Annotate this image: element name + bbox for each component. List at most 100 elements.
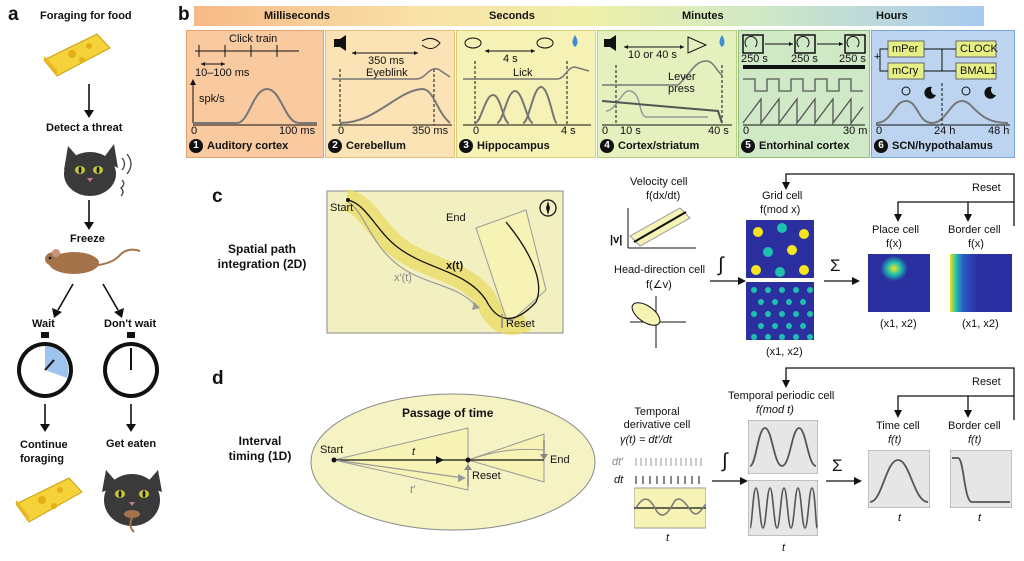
ent-250-3: 250 s [839, 53, 866, 65]
d-end-label: End [550, 454, 570, 466]
c-end-label: End [446, 212, 466, 224]
place-f-label: f(x) [886, 238, 902, 250]
c-reset-loop [782, 173, 1015, 226]
mcry-label: mCry [892, 65, 919, 77]
panel-d-title: Interval timing (1D) [228, 434, 292, 463]
dt-label: dt [614, 474, 624, 486]
c-xt-label: x(t) [446, 260, 464, 272]
ent-title: 5 Entorhinal cortex [741, 139, 849, 153]
auditory-plot [190, 45, 317, 126]
hippo-end: 4 s [561, 125, 576, 137]
click-train-label: Click train [229, 33, 278, 45]
panel-c-title: Spatial path integration (2D) [217, 242, 307, 271]
split-arrows [52, 283, 124, 318]
velocity-tuning [627, 207, 696, 249]
arrow-to-grid [710, 277, 746, 285]
ent-title-text: Entorhinal cortex [759, 140, 850, 152]
dtprime-label: dt′ [612, 456, 624, 468]
c-reset-loop-label: Reset [972, 182, 1001, 194]
border-f-label: f(x) [968, 238, 984, 250]
timescale-ms: Milliseconds [264, 10, 331, 22]
auditory-title-text: Auditory cortex [207, 140, 289, 152]
freeze-label: Freeze [70, 233, 105, 245]
subpanel-cerebellum: 350 ms Eyeblink 0 350 ms 2 Cerebellum [325, 30, 455, 158]
v-abs-label: |v| [610, 234, 623, 246]
press-label: press [668, 83, 695, 95]
cereb-title: 2 Cerebellum [328, 139, 406, 153]
temporal-derivative-plot [634, 458, 706, 529]
cortex-title-text: Cortex/striatum [618, 140, 700, 152]
scn-plot [875, 40, 1010, 126]
lever-label: Lever [668, 71, 696, 83]
cheese-icon [43, 33, 111, 77]
d-tprime-label: t′ [410, 484, 416, 496]
ent-end: 30 m [843, 125, 868, 137]
arrow-down-icon [84, 84, 94, 118]
panel-b: b Milliseconds Seconds Minutes Hours Cli… [178, 0, 1024, 160]
passage-of-time-ellipse [310, 393, 596, 531]
mper-label: mPer [892, 43, 919, 55]
place-cell-map [868, 254, 930, 312]
panel-d: d Interval timing (1D) Passage of time S… [200, 362, 1024, 561]
d-border-axis-t: t [978, 512, 982, 524]
periodic-plot-fast [748, 480, 818, 536]
c-xprime-label: x′(t) [394, 272, 412, 284]
cortex-zero: 0 [602, 125, 609, 137]
d-t-label: t [412, 446, 416, 458]
d-border-cell-label: Border cell [948, 420, 1001, 432]
border-cell-label: Border cell [948, 224, 1001, 236]
spk-label: spk/s [199, 93, 225, 105]
path-integration-arena [326, 190, 564, 335]
cerebellum-plot [332, 35, 452, 126]
stopwatch-icon [103, 332, 159, 398]
d-border-f-label: f(t) [968, 434, 982, 446]
cereb-350-label: 350 ms [368, 55, 405, 67]
border-cell-map [950, 254, 1012, 312]
num-badge-1: 1 [189, 139, 203, 153]
arrow-to-place [824, 277, 860, 285]
ent-250-1: 250 s [741, 53, 768, 65]
temporal-derivative-label: Temporal derivative cell [623, 406, 691, 431]
arrow-to-time [826, 477, 862, 485]
head-direction-tuning [630, 296, 686, 348]
cat-icon [102, 470, 162, 533]
panel-c-label: c [212, 186, 223, 207]
foraging-label: Foraging for food [40, 10, 132, 22]
cat-icon [64, 144, 132, 197]
deriv-axis-t: t [666, 532, 670, 544]
cereb-zero: 0 [338, 125, 345, 137]
cheese-icon [15, 477, 83, 523]
time-f-label: f(t) [888, 434, 902, 446]
auditory-end: 100 ms [279, 125, 316, 137]
time-cell-plot [868, 450, 930, 508]
c-start-label: Start [330, 202, 354, 214]
c-reset-label: Reset [506, 318, 535, 330]
eaten-label: Get eaten [106, 438, 157, 450]
wait-label: Wait [32, 318, 55, 330]
d-reset-loop-label: Reset [972, 376, 1001, 388]
subpanel-auditory: Click train 10–100 ms spk/s 0 100 ms 1 A… [186, 30, 324, 158]
timescale-bar [194, 6, 984, 26]
ent-250-2: 250 s [791, 53, 818, 65]
arrow-to-periodic [712, 477, 748, 485]
head-f-label: f(∠v) [646, 279, 672, 291]
hippo-zero: 0 [473, 125, 480, 137]
cereb-title-text: Cerebellum [346, 140, 406, 152]
place-coords: (x1, x2) [880, 318, 917, 330]
d-sum-symbol: Σ [832, 456, 843, 475]
num-badge-6: 6 [874, 139, 888, 153]
panel-a: a Foraging for food Detect a threat Free… [0, 0, 175, 561]
d-reset-loop [782, 367, 1015, 420]
scn-title: 6 SCN/hypothalamus [874, 139, 993, 153]
cortex-40s: 40 s [708, 125, 729, 137]
d-reset-label: Reset [472, 470, 501, 482]
num-badge-5: 5 [741, 139, 755, 153]
panel-d-label: d [212, 368, 224, 389]
grid-cell-label: Grid cell [762, 190, 803, 202]
sum-symbol: Σ [830, 256, 841, 275]
head-direction-label: Head-direction cell [614, 264, 706, 276]
time-cell-label: Time cell [876, 420, 920, 432]
subpanel-cortex: 10 or 40 s Lever press 0 10 s 40 s 4 Cor… [597, 30, 737, 158]
panel-a-label: a [8, 4, 19, 25]
scn-title-text: SCN/hypothalamus [892, 140, 993, 152]
